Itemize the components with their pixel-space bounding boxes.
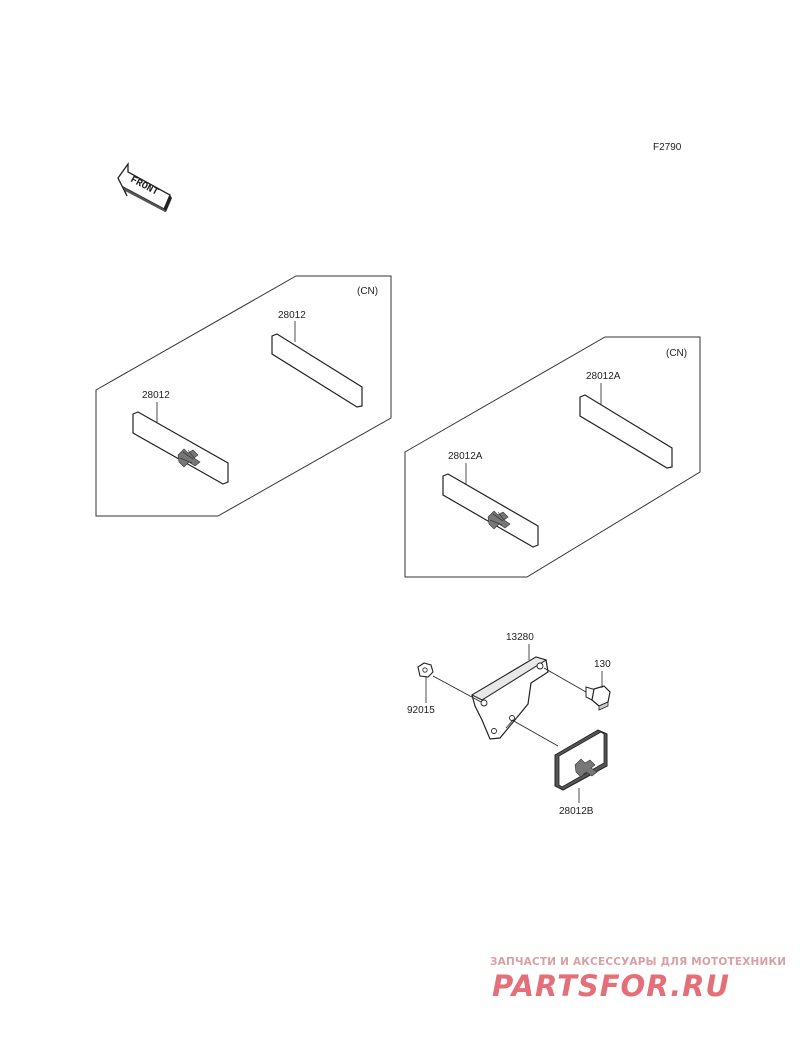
- part-label-13280: 13280: [506, 632, 534, 643]
- part-label-28012-top: 28012: [278, 310, 306, 321]
- brand-logo-icon: [487, 510, 511, 530]
- group-box-left: (CN) 28012 28012: [95, 275, 392, 517]
- part-label-28012B: 28012B: [559, 806, 594, 817]
- watermark: ЗАПЧАСТИ И АКСЕССУАРЫ ДЛЯ МОТОТЕХНИКИ PA…: [490, 956, 786, 1003]
- group-label-cn-right: (CN): [666, 348, 687, 359]
- group-box-right: (CN) 28012A 28012A: [404, 336, 701, 578]
- brand-logo-icon: [177, 448, 201, 468]
- bolt-130: [585, 685, 611, 711]
- bracket-assembly: 13280 92015 130 28012B: [407, 632, 611, 817]
- group-label-cn-left: (CN): [357, 286, 378, 297]
- part-label-28012-bottom: 28012: [142, 390, 170, 401]
- reflector-28012B: [554, 729, 608, 791]
- bracket-13280: [470, 656, 549, 740]
- brand-logo-icon: [574, 758, 598, 778]
- part-label-28012A-top: 28012A: [586, 371, 621, 382]
- part-label-28012A-bottom: 28012A: [448, 451, 483, 462]
- figure-code: F2790: [653, 142, 682, 153]
- watermark-tagline: ЗАПЧАСТИ И АКСЕССУАРЫ ДЛЯ МОТОТЕХНИКИ: [490, 956, 786, 968]
- part-label-92015: 92015: [407, 705, 435, 716]
- front-arrow-icon: FRONT: [117, 161, 172, 212]
- part-label-130: 130: [594, 659, 611, 670]
- nut-92015: [417, 662, 434, 678]
- watermark-brand: PARTSFOR.RU: [492, 969, 730, 1003]
